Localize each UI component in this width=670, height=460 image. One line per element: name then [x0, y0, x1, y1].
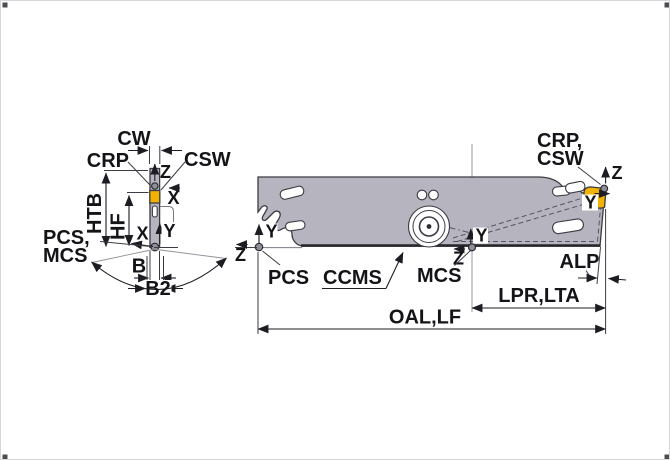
crp-leader-left: [127, 161, 151, 186]
pcs-mcs-label-line2: MCS: [43, 245, 87, 267]
z-axis-label-crp: Z: [612, 163, 623, 183]
crp-csw-label-line2: CSW: [537, 148, 584, 170]
corner-mark-top-left: [2, 2, 8, 8]
x-axis-label-left-view: X: [137, 224, 149, 244]
alp-extension-slant: [596, 246, 601, 285]
slot-lower-right: [552, 218, 584, 235]
ccms-label: CCMS: [323, 267, 382, 289]
crp-label-left: CRP: [87, 150, 129, 172]
z-axis-label-left-view: Z: [160, 162, 171, 182]
b-label: B: [132, 256, 146, 278]
alp-label: ALP: [560, 251, 600, 273]
htb-label: HTB: [84, 193, 106, 234]
pcs-label: PCS: [268, 267, 309, 289]
alp-arrow-right: [607, 275, 627, 284]
main-view: CRP, CSW Z Y Y Z PCS CCMS Y Z MCS ALP: [235, 130, 627, 334]
csw-label-left: CSW: [184, 149, 231, 171]
oal-label: OAL,LF: [389, 307, 461, 329]
y-axis-label-mcs: Y: [476, 226, 488, 246]
y-axis-label-crp: Y: [585, 193, 597, 213]
mcs-leader: [454, 250, 471, 266]
x-vector-label-left-view: X: [168, 188, 180, 208]
crp-csw-label-line1: CRP,: [537, 130, 582, 152]
hf-label: HF: [108, 213, 130, 240]
mcs-point-main: [467, 243, 477, 252]
corner-mark-bottom-left: [2, 454, 8, 459]
b2-label-bg: [144, 280, 172, 297]
y-label-bg-crp: [582, 194, 598, 211]
crp-csw-leader: [577, 166, 601, 185]
pcs-leader: [262, 250, 281, 266]
clamp-slot-b: [565, 180, 586, 194]
crp-point-left: [151, 182, 159, 190]
z-axis-label-mcs: Z: [453, 249, 464, 269]
corner-mark-bottom-right: [664, 454, 669, 459]
fan-arc: [91, 257, 227, 291]
hidden-seat-line-4: [597, 207, 601, 242]
fan-ray-right: [156, 249, 227, 259]
mcs-label: MCS: [417, 265, 461, 287]
y-axis-label-pcs: Y: [266, 222, 278, 242]
y-axis-label-left-view: Y: [164, 221, 176, 241]
left-view: CW CRP CSW Z X HTB HF X Y: [43, 128, 231, 300]
ccms-leader-arrow: [385, 252, 404, 289]
knob-center-line: [449, 227, 470, 233]
pin-hole-left: [416, 189, 428, 201]
y-label-bg-mcs: [473, 227, 488, 244]
knob-middle-circle: [412, 210, 446, 243]
pcs-mcs-label-line1: PCS,: [43, 227, 90, 249]
slot-top-left: [279, 185, 305, 200]
y-label-bg-left-view: [161, 222, 176, 238]
pin-hole-right: [428, 189, 439, 201]
csw-leader-left: [160, 161, 186, 191]
slot-notch: [284, 220, 306, 232]
pcs-mcs-leader: [99, 241, 151, 247]
z-axis-label-pcs: Z: [235, 245, 246, 265]
hidden-seat-line-1: [452, 196, 587, 239]
corner-mark-top-right: [664, 2, 669, 8]
crp-point-main: [600, 184, 609, 193]
cw-label: CW: [117, 128, 150, 150]
knob-center-dot: [426, 224, 432, 229]
blade-slot: [151, 205, 158, 218]
hidden-seat-line-2: [456, 202, 591, 242]
blade-insert: [149, 189, 161, 204]
lpr-label: LPR,LTA: [498, 285, 579, 307]
y-label-bg-pcs: [263, 223, 278, 240]
